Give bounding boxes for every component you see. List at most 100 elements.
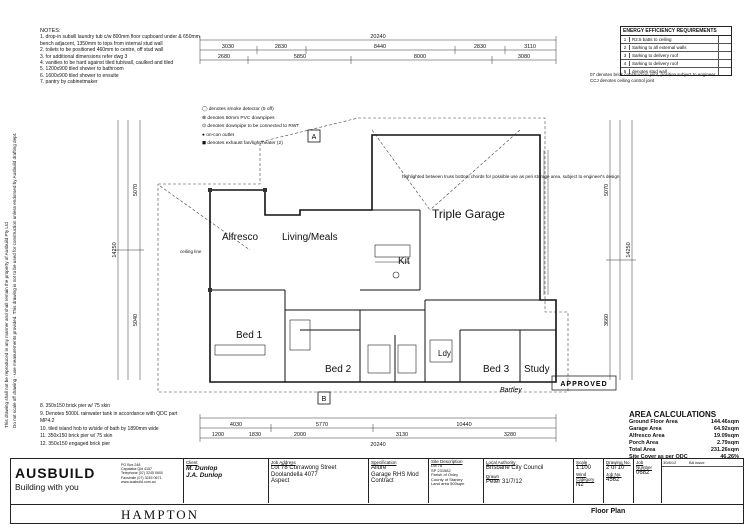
dim: 4030: [230, 422, 242, 428]
symbol-legend: ◯ denotes smoke detector (5 off) ⊗ denot…: [202, 106, 299, 149]
dim: 5040: [133, 314, 139, 326]
general-notes: NOTES: 1. drop-in subsill laundry tub c/…: [40, 28, 200, 86]
svg-text:APPROVED: APPROVED: [560, 381, 607, 388]
section-markers: A B: [307, 129, 331, 405]
dim: 5070: [133, 184, 139, 196]
note-item: 10. tiled island hob to w/side of bath b…: [40, 425, 159, 432]
title-bottom-row: HAMPTON Floor Plan: [11, 504, 743, 524]
dim: 5770: [316, 422, 328, 428]
room-label-ldy: Ldy: [438, 349, 451, 358]
kitchen-bench: [374, 244, 411, 258]
legend-item: ● on-con outlet: [202, 132, 234, 138]
energy-note: 07 denotes brick construction joint, pos…: [590, 72, 716, 77]
room-label-living: Living/Meals: [282, 232, 338, 243]
note-item: 12. 350x150 engaged brick pier: [40, 440, 111, 447]
signature: Bartley: [500, 387, 522, 394]
dim-top-total: 20240: [370, 34, 385, 40]
specification-cell: Specification Allure Garage RHS Mod Cont…: [368, 459, 428, 503]
energy-title: ENERGY EFFICIENCY REQUIREMENTS: [621, 27, 731, 36]
garage-note: highlighted between truss bottom chords …: [402, 174, 620, 179]
approved-stamp: APPROVED Bartley: [500, 375, 617, 394]
dim: 5850: [294, 54, 306, 60]
dim: 1830: [249, 432, 261, 438]
notes-heading: NOTES:: [40, 28, 61, 34]
energy-extra-notes: 07 denotes brick construction joint, pos…: [590, 72, 720, 84]
note-item: 2. toilets to be positioned 460mm to cen…: [40, 47, 164, 54]
logo-tagline: Building with you: [15, 482, 79, 492]
dim-left-total: 14250: [112, 242, 118, 257]
note-item: 5. 1200x900 tiled shower to bathroom: [40, 66, 124, 73]
laundry-tub: [429, 339, 453, 363]
floor-plan: 20240 3030 2830 8440 2830 3110 2680 5850…: [112, 34, 636, 448]
dim: 10440: [456, 422, 471, 428]
room-label-alfresco: Alfresco: [222, 232, 259, 243]
sheet-name: Floor Plan: [591, 508, 626, 515]
room-labels: Alfresco Living/Meals Kit Triple Garage …: [222, 207, 550, 375]
room-label-kit: Kit: [398, 256, 410, 267]
dim: 3030: [222, 44, 234, 50]
robe: [214, 344, 266, 356]
dim: 3080: [518, 54, 530, 60]
dim: 8440: [374, 44, 386, 50]
side-dimensions: [114, 120, 636, 380]
legend-item: ⊗ denotes 50mm PVC downpipes: [202, 115, 275, 121]
dim: 2000: [294, 432, 306, 438]
dim: 5070: [604, 184, 610, 196]
fixtures: [214, 244, 453, 374]
dim-right-total: 14250: [626, 242, 632, 257]
model-name: HAMPTON: [121, 507, 200, 522]
roof-outline: [157, 117, 569, 393]
note-item: 6. 1600x900 tiled shower to ensuite: [40, 72, 119, 79]
bottom-notes: 8. 350x150 brick pier w/ 75 skin 9. Deno…: [40, 403, 190, 448]
top-dimensions: [199, 36, 557, 64]
note-item: 8. 350x150 brick pier w/ 75 skin: [40, 403, 111, 409]
dim: 2830: [474, 44, 486, 50]
ceiling-line-label: ceiling line: [180, 249, 202, 254]
dim: 1200: [212, 432, 224, 438]
job-address-cell: Job Address Lot 78 Currawong Street Dool…: [268, 459, 368, 503]
area-title: AREA CALCULATIONS: [629, 410, 717, 419]
note-item: 3. for additional dimensions refer dwg 3: [40, 53, 128, 60]
company-logo: AUSBUILD Building with you: [15, 465, 113, 492]
dim: 3660: [604, 314, 610, 326]
note-item: 1. drop-in subsill laundry tub c/w 800mm…: [40, 34, 200, 47]
company-contact: PO Box 248 Capalaba Qld 4157 Telephone (…: [121, 463, 163, 484]
cooktop: [392, 271, 400, 279]
site-description-cell: Site Description Lot 78 SP 231582 Parish…: [428, 459, 483, 503]
garage-door: [543, 150, 549, 295]
room-label-bed3: Bed 3: [483, 364, 510, 375]
section-marker-a: A: [312, 134, 317, 141]
dim: 3130: [396, 432, 408, 438]
dim: 2830: [275, 44, 287, 50]
energy-note: CCJ denotes ceiling control joint: [590, 78, 655, 83]
local-authority-cell: Local Authority Brisbane City Council Dr…: [483, 459, 573, 503]
columns: [208, 188, 267, 292]
scale-cell: Scale 1:100 Wind Category N2: [573, 459, 603, 503]
section-marker-b: B: [322, 396, 327, 403]
note-item: 7. pantry by cabinetmaker: [40, 79, 98, 86]
shower: [367, 344, 391, 374]
logo-name: AUSBUILD: [15, 465, 96, 481]
room-label-bed2: Bed 2: [325, 364, 352, 375]
note-item: 9. Denotes 5000L rainwater tank in accor…: [40, 410, 178, 425]
bottom-dimensions: [199, 414, 557, 442]
legend-item: ◯ denotes smoke detector (5 off): [202, 107, 274, 112]
checked-cell: Job Number 0682: [633, 459, 661, 503]
legend-item: ⊙ denotes downpipe to be connected to RW…: [202, 124, 300, 129]
room-label-bed1: Bed 1: [236, 330, 263, 341]
dim: 3110: [524, 44, 536, 50]
note-item: 11. 350x150 brick pier w/ 75 skin: [40, 433, 113, 439]
